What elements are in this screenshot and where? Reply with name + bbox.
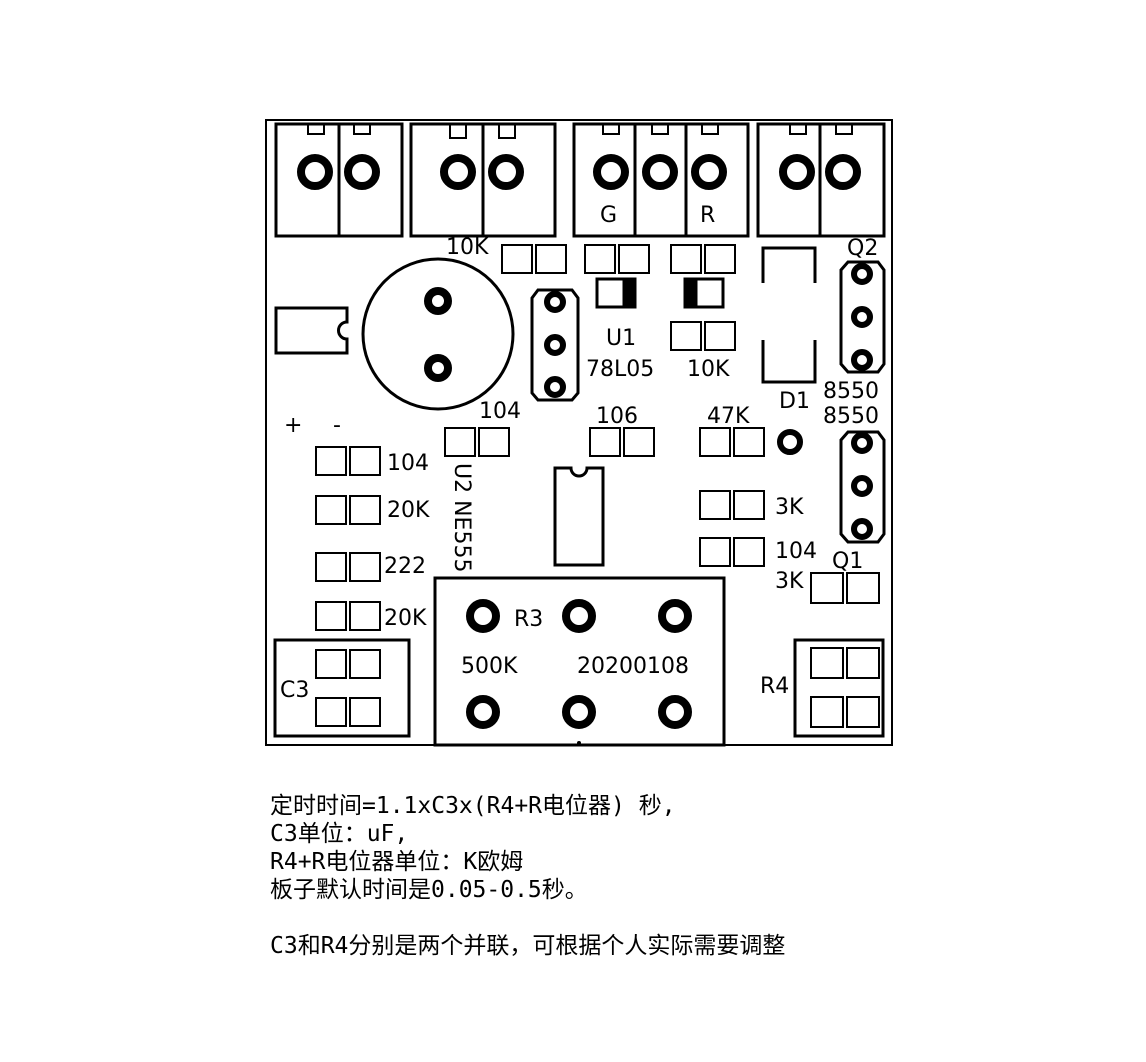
label-r4: R4 [760, 674, 789, 699]
label-10k-top: 10K [446, 235, 489, 260]
label-minus: - [333, 413, 341, 438]
label-500k: 500K [461, 654, 518, 679]
label-3k-a: 3K [775, 495, 804, 520]
smd-pad-222 [315, 552, 381, 582]
label-r3: R3 [514, 607, 543, 632]
label-20k-b: 20K [384, 606, 427, 631]
label-10k-mid: 10K [687, 357, 730, 382]
terminal-block-3 [572, 122, 750, 238]
pcb-silkscreen: G R 10K Q2 U1 78L05 10K 8550 D1 8550 + -… [265, 119, 893, 747]
smd-pad-104-top [444, 427, 510, 457]
diode-d1-outline [761, 246, 817, 384]
label-d1: D1 [779, 389, 810, 414]
smd-pad-104-right [699, 537, 765, 567]
label-104-top: 104 [479, 399, 521, 424]
label-u2-ne555: U2 NE555 [449, 463, 474, 572]
left-component-outline [274, 306, 349, 355]
electrolytic-capacitor [361, 257, 515, 411]
label-u1: U1 [606, 326, 636, 351]
r4-parallel-block [793, 638, 885, 738]
c3-parallel-block [273, 638, 411, 738]
label-date-code: 20200108 [577, 654, 689, 679]
smd-pad-top-mid [584, 244, 650, 274]
label-104-left: 104 [387, 451, 429, 476]
label-3k-b: 3K [775, 569, 804, 594]
label-78l05: 78L05 [586, 357, 654, 382]
note-spacer [270, 904, 970, 932]
regulator-u1 [530, 288, 580, 402]
smd-pad-20k-a [315, 495, 381, 525]
smd-pad-10k-top [501, 244, 567, 274]
transistor-q2 [839, 260, 886, 374]
transistor-q1 [839, 430, 886, 544]
terminal-block-2 [409, 122, 557, 238]
note-r-unit: R4+R电位器单位：K欧姆 [270, 849, 524, 875]
timing-notes: 定时时间=1.1xC3x(R4+R电位器) 秒, C3单位：uF, R4+R电位… [270, 792, 970, 960]
label-20k-a: 20K [387, 498, 430, 523]
led-r [683, 277, 725, 309]
ic-u2-ne555 [553, 466, 605, 567]
smd-pad-104-left [315, 446, 381, 476]
terminal-block-4 [756, 122, 886, 238]
smd-pad-top-right [670, 244, 736, 274]
label-plus: + [284, 413, 302, 438]
via-hole [777, 429, 803, 455]
terminal-block-1 [274, 122, 404, 238]
smd-pad-3k-b [810, 572, 880, 604]
note-c3-unit: C3单位：uF, [270, 821, 409, 847]
smd-pad-20k-b [315, 601, 381, 631]
label-c3: C3 [280, 678, 309, 703]
smd-pad-10k-mid [670, 321, 736, 351]
label-222: 222 [384, 554, 426, 579]
label-8550-q2: 8550 [823, 379, 879, 404]
potentiometer-r3 [433, 576, 726, 747]
label-106: 106 [596, 404, 638, 429]
label-104-right: 104 [775, 539, 817, 564]
note-formula: 定时时间=1.1xC3x(R4+R电位器) 秒, [270, 793, 676, 819]
led-g [595, 277, 637, 309]
note-default-time: 板子默认时间是0.05-0.5秒。 [270, 877, 588, 903]
smd-pad-106 [589, 427, 655, 457]
label-r: R [700, 203, 715, 228]
smd-pad-3k-a [699, 490, 765, 520]
note-parallel: C3和R4分别是两个并联，可根据个人实际需要调整 [270, 933, 786, 959]
smd-pad-47k [699, 427, 765, 457]
label-q1: Q1 [832, 549, 863, 574]
label-8550-q1: 8550 [823, 404, 879, 429]
label-47k: 47K [707, 404, 750, 429]
label-g: G [600, 203, 617, 228]
label-q2: Q2 [847, 236, 878, 261]
